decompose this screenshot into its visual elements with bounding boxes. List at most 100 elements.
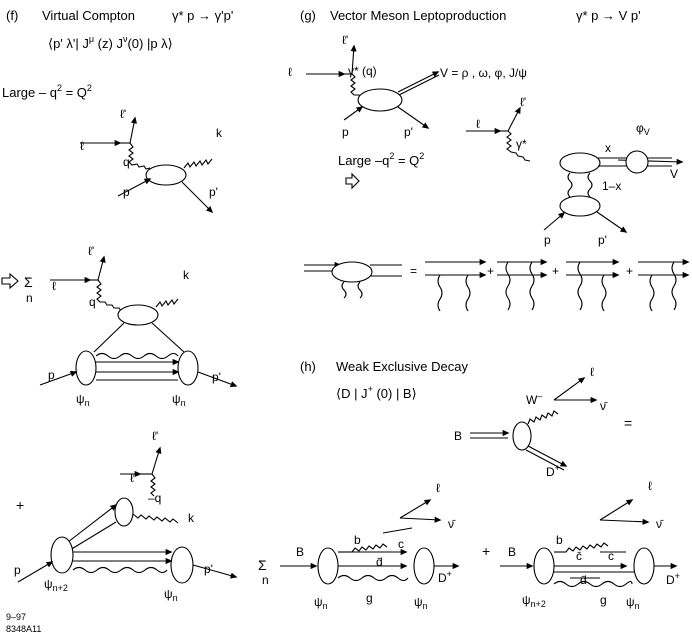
diagram-h3: B b c̄ c d̄ ℓ ν̄ g ψn+2 ψn D+: [500, 479, 680, 611]
h3-label-psi-n: ψn: [626, 595, 640, 611]
panel-g-title: Vector Meson Leptoproduction: [330, 8, 506, 23]
footer-date: 9–97: [6, 612, 26, 622]
panel-f: (f) Virtual Compton γ* p → γ'p' ⟨p' λ'| …: [1, 8, 238, 603]
h1-equals: =: [624, 415, 632, 431]
f2-label-k: k: [183, 268, 190, 282]
h1-label-nu: ν̄: [600, 399, 608, 413]
g2-label-phi-v: φV: [636, 121, 650, 137]
panel-g-large-q: Large –q2 = Q2: [338, 151, 424, 168]
f3-label-p: p: [14, 563, 21, 577]
panel-h: (h) Weak Exclusive Decay ⟨D | J+ (0) | B…: [258, 359, 680, 611]
h3-label-l: ℓ: [648, 479, 652, 493]
h3-label-cbar: c̄: [576, 549, 582, 563]
panel-f-matrix: ⟨p' λ'| Jμ (z) Jν(0) |p λ⟩: [48, 34, 173, 51]
f2-label-lp: ℓ': [88, 244, 94, 258]
f2-label-p: p: [48, 368, 55, 382]
f2-label-q: q: [89, 295, 96, 309]
h1-label-b: B: [454, 429, 462, 443]
f2-label-psi-right: ψn: [172, 392, 186, 408]
h-plus: +: [482, 543, 490, 559]
f1-label-lp: ℓ': [120, 107, 126, 121]
f3-label-l: ℓ: [130, 471, 134, 485]
diagram-g2: ℓ ℓ' γ* x 1–x φV V p p': [466, 95, 684, 247]
g1-label-lp: ℓ': [342, 33, 348, 47]
h3-label-g: g: [600, 593, 607, 607]
h2-label-dbar: d̄: [376, 555, 383, 569]
h3-label-b-meson: B: [508, 545, 516, 559]
g1-label-gamma-q: γ* (q): [348, 64, 377, 78]
h3-label-dbar: d̄: [580, 573, 587, 587]
g1-label-v-eq: V = ρ , ω, φ, J/ψ: [440, 66, 527, 80]
panel-f-title: Virtual Compton: [42, 8, 135, 23]
f2-label-l: ℓ: [52, 279, 56, 293]
panel-h-matrix: ⟨D | J+ (0) | B⟩: [336, 384, 417, 401]
h3-label-psi-n2: ψn+2: [522, 593, 546, 609]
g3-equals: =: [410, 264, 417, 278]
f1-label-l: ℓ: [80, 139, 84, 153]
h2-label-c: c: [398, 537, 404, 551]
g2-label-lp: ℓ': [520, 95, 526, 109]
g3-plus-1: +: [487, 264, 494, 278]
f3-label-pp: p': [204, 562, 213, 576]
h1-label-d: D+: [546, 463, 560, 479]
h1-label-w: W–: [526, 391, 542, 407]
panel-g: (g) Vector Meson Leptoproduction γ* p → …: [288, 8, 690, 312]
g2-label-gamma: γ*: [516, 137, 527, 151]
g3-plus-2: +: [552, 264, 559, 278]
diagram-h2: Σ n B b c d̄ ℓ ν̄ g ψn ψn D+: [258, 481, 460, 611]
h2-label-b: b: [354, 533, 361, 547]
h3-label-nu: ν̄: [656, 517, 664, 531]
h2-label-d: D+: [438, 569, 452, 585]
panel-h-title: Weak Exclusive Decay: [336, 359, 468, 374]
f3-plus: +: [16, 497, 24, 513]
g3-plus-3: +: [626, 264, 633, 278]
f3-label-psi-n: ψn: [164, 587, 178, 603]
f1-label-p: p: [123, 185, 130, 199]
h2-label-psi-right: ψn: [414, 595, 428, 611]
g1-label-l: ℓ: [288, 65, 292, 79]
panel-f-tag: (f): [6, 8, 18, 23]
f2-label-pp: p': [212, 370, 221, 384]
diagram-f1: ℓ ℓ' q k p p': [80, 107, 223, 214]
g2-label-1-x: 1–x: [602, 179, 621, 193]
h2-label-psi-left: ψn: [314, 595, 328, 611]
footer-code: 8348A11: [6, 624, 41, 634]
panel-f-large-q: Large – q2 = Q2: [2, 83, 92, 100]
h2-label-nu: ν̄: [448, 517, 456, 531]
h2-label-l: ℓ: [436, 481, 440, 495]
f3-label-psi-n2: ψn+2: [44, 577, 68, 593]
diagram-f3: + ℓ ℓ' –q k p p' ψn+2 ψn: [14, 429, 238, 603]
h2-label-g: g: [366, 591, 373, 605]
f2-label-psi-left: ψn: [76, 392, 90, 408]
h3-label-b: b: [556, 533, 563, 547]
h2-sum-icon: Σ: [258, 557, 267, 573]
diagram-h1: B W– ℓ ν̄ D+ =: [454, 365, 632, 479]
g1-label-p: p: [342, 125, 349, 139]
g1-label-pp: p': [404, 125, 413, 139]
panel-f-reaction: γ* p → γ'p': [172, 8, 233, 23]
panel-g-tag: (g): [300, 8, 316, 23]
h3-label-d: D+: [666, 571, 680, 587]
f1-label-pp: p': [209, 185, 218, 199]
h1-label-l: ℓ: [590, 365, 594, 379]
diagram-f2: Σ n ℓ ℓ' q k p p' ψn ψn: [1, 244, 238, 408]
g2-label-v: V: [670, 167, 678, 181]
h2-label-b-meson: B: [296, 545, 304, 559]
g-implies-arrow-icon: [345, 172, 360, 190]
f1-label-q: q: [123, 155, 130, 169]
g2-label-p: p: [544, 233, 551, 247]
diagram-g3: = + + +: [304, 258, 690, 312]
f3-label-lp: ℓ': [152, 429, 158, 443]
h3-label-c: c: [608, 549, 614, 563]
panel-h-tag: (h): [300, 359, 316, 374]
f2-sum-icon: Σ: [24, 274, 33, 290]
g2-label-pp: p': [598, 233, 607, 247]
f3-label-k: k: [188, 511, 195, 525]
panel-g-reaction: γ* p → V p': [576, 8, 641, 23]
f2-sum-n: n: [26, 291, 33, 305]
h2-sum-n: n: [262, 573, 269, 587]
f3-label-minus-q: –q: [148, 491, 161, 505]
diagram-g1: ℓ ℓ' γ* (q) V = ρ , ω, φ, J/ψ p p': [288, 33, 527, 139]
